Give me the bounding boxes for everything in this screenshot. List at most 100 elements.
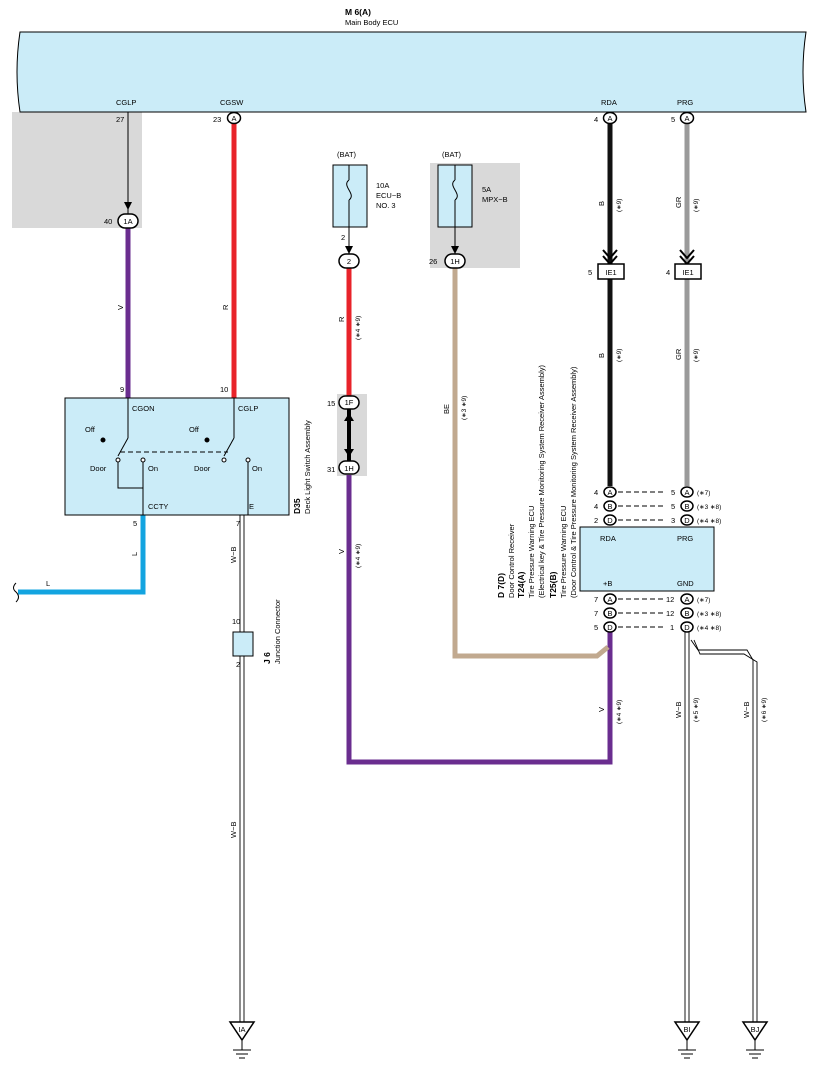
svg-text:A: A (684, 114, 689, 123)
switch-box (64, 397, 290, 516)
label-wire-r-mid: R (221, 304, 230, 310)
label-wire-b-lower-note: (∗9) (616, 349, 623, 362)
pin-num: 5 (671, 502, 675, 511)
pin-conn: D (684, 623, 690, 632)
pin-num: 1 (670, 623, 674, 632)
svg-text:1F: 1F (345, 398, 354, 407)
switch-label-off2: Off (189, 425, 200, 434)
receiver-desc2b: (Electrical key & Tire Pressure Monitori… (537, 365, 546, 598)
receiver-desc3a: Tire Pressure Warning ECU (559, 506, 568, 598)
receiver-prg: PRG (677, 534, 693, 543)
label-wire-r-fuse: R (337, 316, 346, 322)
pin-conn: D (607, 516, 613, 525)
wire-v-mid (346, 475, 613, 765)
ecu-pin-cgsw: CGSW (220, 98, 244, 107)
pin-conn: A (684, 488, 689, 497)
svg-text:A: A (231, 114, 236, 123)
pin-conn: D (684, 516, 690, 525)
wire-be (452, 268, 610, 659)
fuse1-name: ECU−B (376, 191, 401, 200)
fuse2-pin: 26 (429, 257, 437, 266)
pin-num: 5 (594, 623, 598, 632)
label-wire-wb-bi: W−B (674, 702, 683, 718)
receiver-desc1: Door Control Receiver (507, 523, 516, 598)
switch-code: D35 (292, 498, 302, 514)
pin-conn: A (607, 488, 612, 497)
switch-pin-ccty-num: 5 (133, 519, 137, 528)
ecu-pin-rda-num: 4 (594, 115, 598, 124)
label-wire-gr-lower: GR (674, 348, 683, 360)
svg-text:1A: 1A (123, 217, 132, 226)
svg-text:1H: 1H (344, 464, 354, 473)
label-wire-be-note: (∗3 ∗9) (461, 396, 468, 420)
pin-num: 4 (594, 488, 598, 497)
ecu-desc: Main Body ECU (345, 18, 398, 27)
pin-num: 3 (671, 516, 675, 525)
pin-note: (∗7) (697, 490, 710, 497)
pin-num: 7 (594, 595, 598, 604)
pin-note: (∗3 ∗8) (697, 504, 721, 511)
ecu-pin-cglp-num: 27 (116, 115, 124, 124)
fuse1-conn: 2 (338, 253, 360, 269)
ie1-right-conn: IE1 (674, 263, 702, 280)
junction-box (232, 631, 254, 657)
svg-text:IE1: IE1 (682, 268, 693, 277)
conn-1a-pin: 40 (104, 217, 112, 226)
switch-pin-cglp-num: 10 (220, 385, 228, 394)
receiver-top-pins: 4 A 5 A (∗7) 4 B 5 B (∗3 ∗8) 2 D 3 D (∗4… (594, 486, 721, 526)
receiver-label3: T25(B) (548, 571, 558, 598)
switch-label-door2: Door (194, 464, 211, 473)
fuse1-source: (BAT) (337, 150, 357, 159)
fuse1-name2: NO. 3 (376, 201, 396, 210)
ecu-pin-prg-num: 5 (671, 115, 675, 124)
switch-desc: Deck Light Switch Assembly (303, 420, 312, 514)
ground-bi: BI (673, 1021, 701, 1059)
fuse2-name: MPX−B (482, 195, 508, 204)
label-wire-gr-upper: GR (674, 196, 683, 208)
ecu-pin-cglp: CGLP (116, 98, 136, 107)
ecu-pin-rda: RDA (601, 98, 617, 107)
ecu-pin-prg: PRG (677, 98, 693, 107)
wire-wb-bj-b (693, 639, 758, 1022)
ecu-conn-rda: A (602, 111, 618, 125)
fuse1-pin: 2 (341, 233, 345, 242)
receiver-rda: RDA (600, 534, 616, 543)
shaded-area-cglp (12, 112, 142, 228)
junction-pin-bottom: 2 (236, 660, 240, 669)
ground-bj: BJ (741, 1021, 769, 1059)
pin-conn: A (607, 595, 612, 604)
pin-num: 2 (594, 516, 598, 525)
conn-1a: 1A (117, 213, 139, 229)
fuse1-element-icon (346, 179, 352, 201)
switch-pin-cgon-num: 9 (120, 385, 124, 394)
label-wire-b-upper-note: (∗9) (616, 199, 623, 212)
label-wire-l-drop: L (130, 552, 139, 556)
ecu-conn-prg: A (679, 111, 695, 125)
pin-conn: B (684, 609, 689, 618)
switch-label-cglp: CGLP (238, 404, 258, 413)
conn-1h: 1H (338, 460, 360, 475)
arrow-1h (344, 449, 354, 457)
svg-text:1H: 1H (450, 257, 460, 266)
pin-conn: A (684, 595, 689, 604)
label-wire-wb-bj: W−B (742, 702, 751, 718)
switch-label-door1: Door (90, 464, 107, 473)
wire-wb-bj-a (690, 639, 754, 1022)
switch-contacts-icon (100, 398, 251, 515)
label-wire-wb-left-lower: W−B (229, 822, 238, 838)
switch-label-off1: Off (85, 425, 96, 434)
pin-conn: B (607, 609, 612, 618)
chevron-gr-1 (679, 249, 695, 260)
pin-num: 12 (666, 595, 674, 604)
switch-label-cgon: CGON (132, 404, 155, 413)
ie1-right-pin: 4 (666, 268, 670, 277)
conn-1f-pin: 15 (327, 399, 335, 408)
fuse2-conn: 1H (444, 253, 466, 269)
pin-num: 4 (594, 502, 598, 511)
label-wire-be: BE (442, 404, 451, 414)
ecu-pin-cgsw-num: 23 (213, 115, 221, 124)
conn-1f: 1F (338, 395, 360, 410)
svg-text:IE1: IE1 (605, 268, 616, 277)
junction-desc: Junction Connector (273, 599, 282, 664)
wire-l (18, 515, 146, 595)
